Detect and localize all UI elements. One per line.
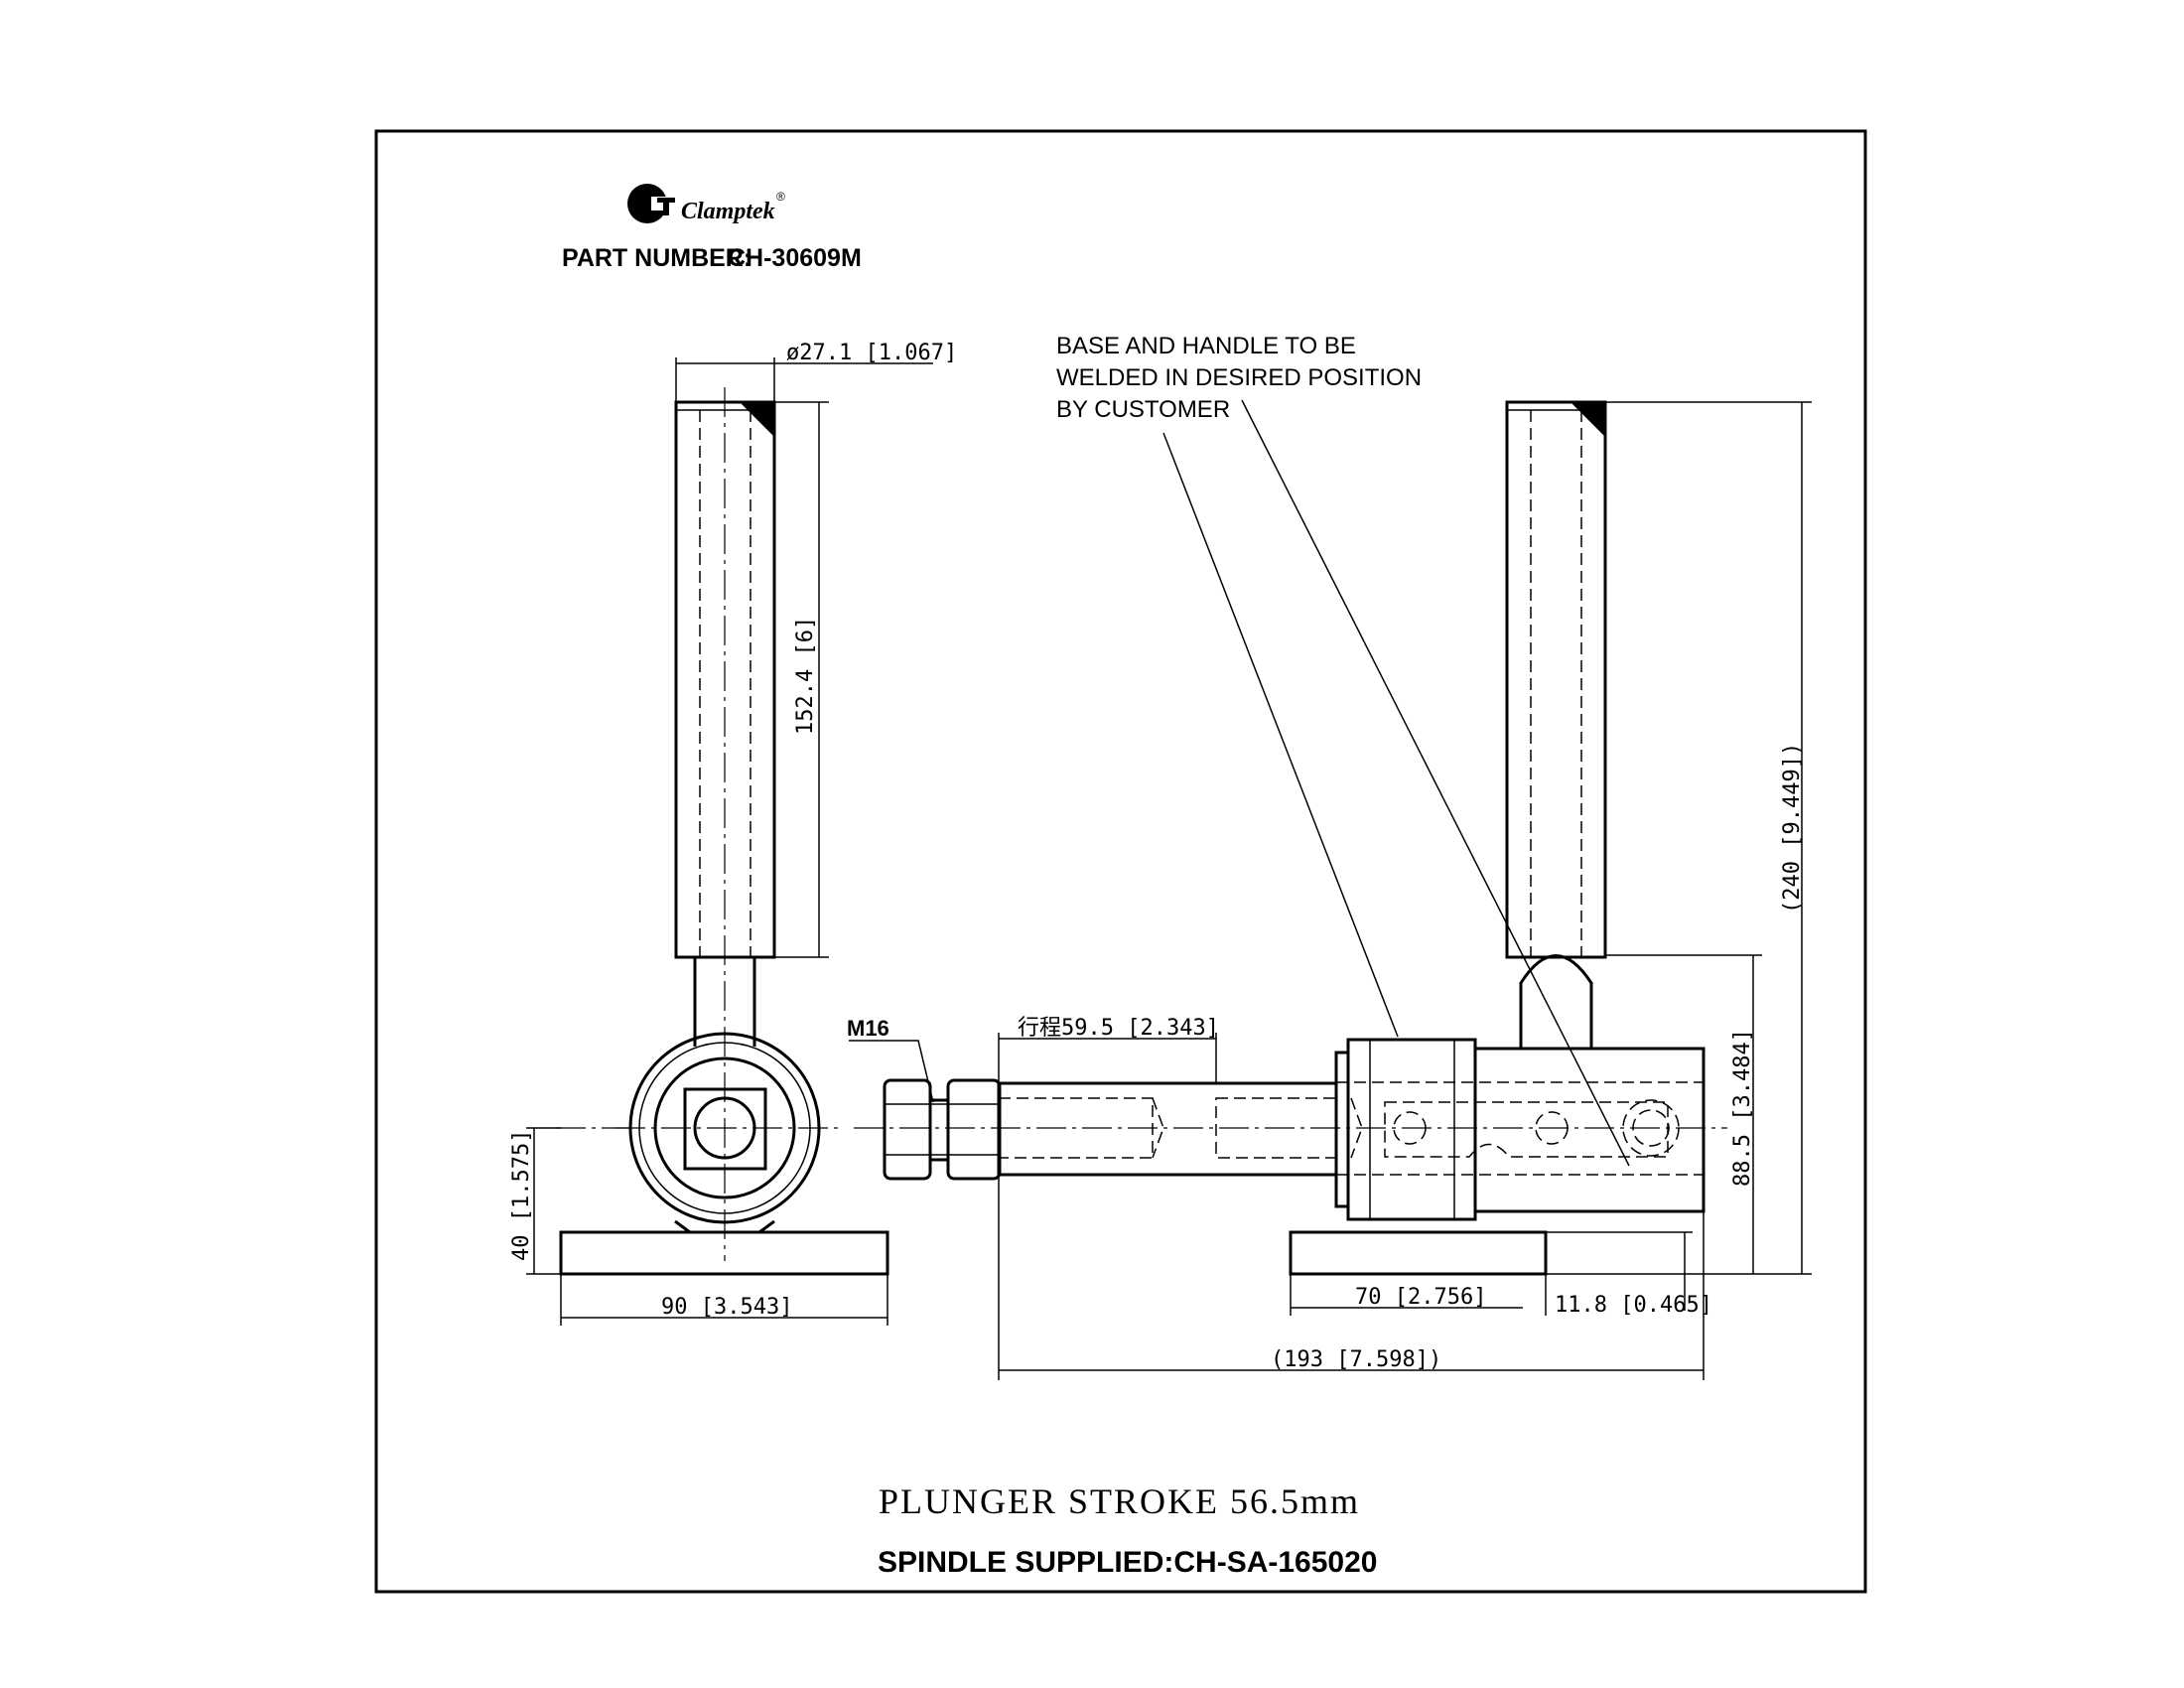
note-line-3: BY CUSTOMER	[1056, 396, 1230, 423]
front-view-dimensions: M16 行程59.5 [2.343] (240 [9.449]) 88.5 [3…	[847, 401, 1812, 1380]
weld-note: BASE AND HANDLE TO BE WELDED IN DESIRED …	[1056, 333, 1630, 1167]
part-number-label: PART NUMBER:	[562, 244, 751, 272]
dim-base-offset: 11.8 [0.465]	[1555, 1293, 1712, 1318]
dim-total-height: (240 [9.449])	[1780, 743, 1805, 914]
plunger-stroke-note: PLUNGER STROKE 56.5mm	[879, 1481, 1360, 1521]
side-view-dimensions: ø27.1 [1.067] 152.4 [6] 40 [1.575] 90 [3…	[509, 341, 957, 1326]
front-view	[854, 400, 1727, 1276]
dim-handle-diameter: ø27.1 [1.067]	[786, 341, 957, 365]
side-view	[556, 387, 889, 1276]
dim-stroke: 行程59.5 [2.343]	[1018, 1016, 1219, 1041]
dim-center-height: 40 [1.575]	[509, 1130, 534, 1261]
dim-total-length: (193 [7.598])	[1271, 1347, 1441, 1372]
dim-base-length: 70 [2.756]	[1355, 1285, 1486, 1310]
dim-thread: M16	[847, 1016, 889, 1041]
note-line-2: WELDED IN DESIRED POSITION	[1056, 364, 1422, 391]
dim-handle-height: 88.5 [3.484]	[1730, 1029, 1755, 1187]
part-number-value: CH-30609M	[728, 244, 862, 272]
drawing-frame	[374, 129, 1867, 1594]
dim-base-width: 90 [3.543]	[661, 1295, 792, 1320]
note-line-1: BASE AND HANDLE TO BE	[1056, 333, 1356, 359]
clamptek-logo: Clamptek ®	[627, 184, 785, 224]
spindle-supplied-note: SPINDLE SUPPLIED:CH-SA-165020	[878, 1546, 1377, 1579]
registered-mark: ®	[776, 190, 785, 204]
brand-name: Clamptek	[681, 199, 775, 224]
dim-handle-length: 152.4 [6]	[793, 617, 818, 735]
